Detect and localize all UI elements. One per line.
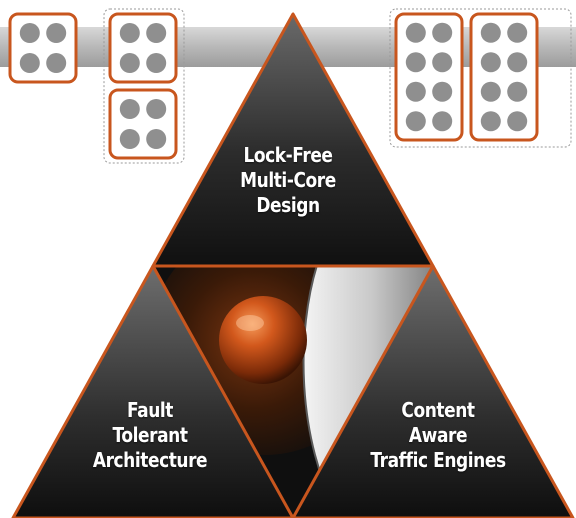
core-dot (432, 22, 453, 43)
triangle-left-label: Fault Tolerant Architecture (65, 398, 235, 473)
core-dot (146, 23, 167, 43)
triangle-top (153, 14, 433, 266)
triangle-left-label-line: Architecture (92, 448, 208, 472)
core-dot (507, 52, 528, 73)
core-dot (146, 129, 167, 149)
core-dot (480, 111, 501, 132)
core-dot (119, 99, 140, 119)
core-dot (46, 53, 67, 73)
triangle-left-label-line: Tolerant (112, 423, 188, 447)
core-dot (507, 111, 528, 132)
core-dot (405, 52, 426, 73)
core-dot (432, 81, 453, 102)
core-chip-icon (394, 12, 464, 142)
core-dot (405, 22, 426, 43)
core-dot (432, 111, 453, 132)
core-dot (19, 23, 40, 43)
core-dot (480, 52, 501, 73)
core-chip-icon (469, 12, 539, 142)
triangle-top-label-line: Multi-Core (240, 168, 336, 192)
triangle-top-label-line: Design (256, 193, 320, 217)
core-dot (507, 22, 528, 43)
core-dot (119, 129, 140, 149)
core-dot (405, 81, 426, 102)
triangle-right-label: Content Aware Traffic Engines (353, 398, 523, 473)
triangle-top-label: Lock-Free Multi-Core Design (203, 143, 373, 218)
core-chips (8, 12, 539, 160)
triangle-right-label-line: Traffic Engines (370, 448, 506, 472)
core-dot (480, 22, 501, 43)
core-chip-icon (8, 12, 78, 84)
core-dot (432, 52, 453, 73)
core-group-frame-right (389, 8, 572, 148)
core-dot (119, 53, 140, 73)
triangle-left-label-line: Fault (126, 398, 174, 422)
core-dot (46, 23, 67, 43)
core-dot (480, 81, 501, 102)
triangle-right (293, 266, 573, 518)
core-group-frame-left (103, 8, 185, 164)
triangle-left (13, 266, 293, 518)
triangle-top-label-line: Lock-Free (243, 143, 333, 167)
triangle-right-label-line: Content (401, 398, 475, 422)
core-dot (146, 99, 167, 119)
core-chip-icon (108, 88, 178, 160)
core-dot (405, 111, 426, 132)
core-dot (19, 53, 40, 73)
core-dot (507, 81, 528, 102)
triangle-outlines (11, 12, 575, 518)
core-chip-icon (108, 12, 178, 84)
triangle-right-label-line: Aware (408, 423, 468, 447)
core-dot (146, 53, 167, 73)
core-dot (119, 23, 140, 43)
